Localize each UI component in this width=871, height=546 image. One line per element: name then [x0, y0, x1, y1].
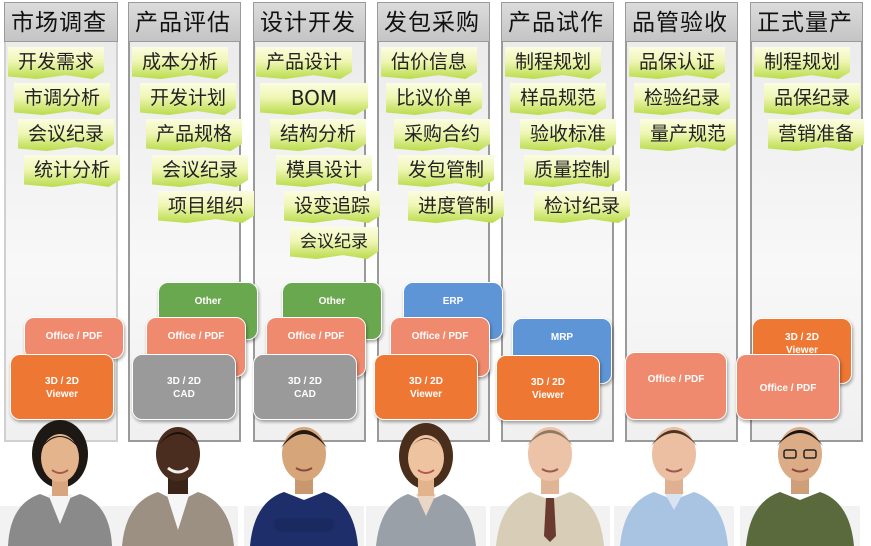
sticky-note: 制程规划 — [754, 47, 851, 79]
sticky-note: 统计分析 — [24, 155, 121, 187]
sticky-note: 品保纪录 — [764, 83, 861, 115]
sticky-note: 品保认证 — [629, 47, 726, 79]
sticky-note: 质量控制 — [524, 155, 621, 187]
column-header: 正式量产 — [750, 2, 863, 42]
person-icon — [490, 427, 610, 546]
sticky-note: 营销准备 — [768, 119, 865, 151]
person-icon — [244, 427, 364, 546]
sticky-note: 验收标准 — [520, 119, 617, 151]
sticky-note: 开发需求 — [8, 47, 105, 79]
column-header: 市场调查 — [4, 2, 118, 42]
sticky-note: 检验纪录 — [634, 83, 731, 115]
column-header: 发包采购 — [377, 2, 490, 42]
sticky-note: 设变追踪 — [284, 191, 381, 223]
tool-tile: Office / PDF — [625, 352, 727, 420]
column-header: 产品试作 — [501, 2, 614, 42]
sticky-note: 检讨纪录 — [534, 191, 631, 223]
sticky-note: 项目组织 — [158, 191, 255, 223]
sticky-note: 量产规范 — [640, 119, 737, 151]
sticky-note: 样品规范 — [510, 83, 607, 115]
person-icon — [614, 427, 734, 546]
sticky-note: 会议纪录 — [290, 227, 378, 259]
sticky-note: 进度管制 — [408, 191, 505, 223]
person-icon — [740, 427, 860, 546]
person-icon — [118, 427, 238, 546]
sticky-note: 产品规格 — [146, 119, 243, 151]
sticky-note: BOM — [260, 83, 368, 115]
sticky-note: 会议纪录 — [18, 119, 115, 151]
sticky-note: 估价信息 — [381, 47, 478, 79]
sticky-note: 市调分析 — [14, 83, 111, 115]
person-icon — [0, 420, 120, 546]
sticky-note: 成本分析 — [132, 47, 229, 79]
sticky-note: 比议价单 — [386, 83, 483, 115]
column-header: 品管验收 — [625, 2, 738, 42]
tool-tile: Office / PDF — [736, 354, 840, 420]
sticky-note: 结构分析 — [270, 119, 367, 151]
sticky-note: 发包管制 — [398, 155, 495, 187]
column-header: 设计开发 — [253, 2, 366, 42]
sticky-note: 模具设计 — [276, 155, 373, 187]
person-icon — [366, 423, 486, 546]
sticky-note: 会议纪录 — [152, 155, 249, 187]
sticky-note: 产品设计 — [256, 47, 353, 79]
sticky-note: 采购合约 — [394, 119, 491, 151]
tool-tile: Office / PDF — [24, 317, 124, 359]
sticky-note: 制程规划 — [505, 47, 602, 79]
column-header: 产品评估 — [128, 2, 241, 42]
sticky-note: 开发计划 — [140, 83, 237, 115]
